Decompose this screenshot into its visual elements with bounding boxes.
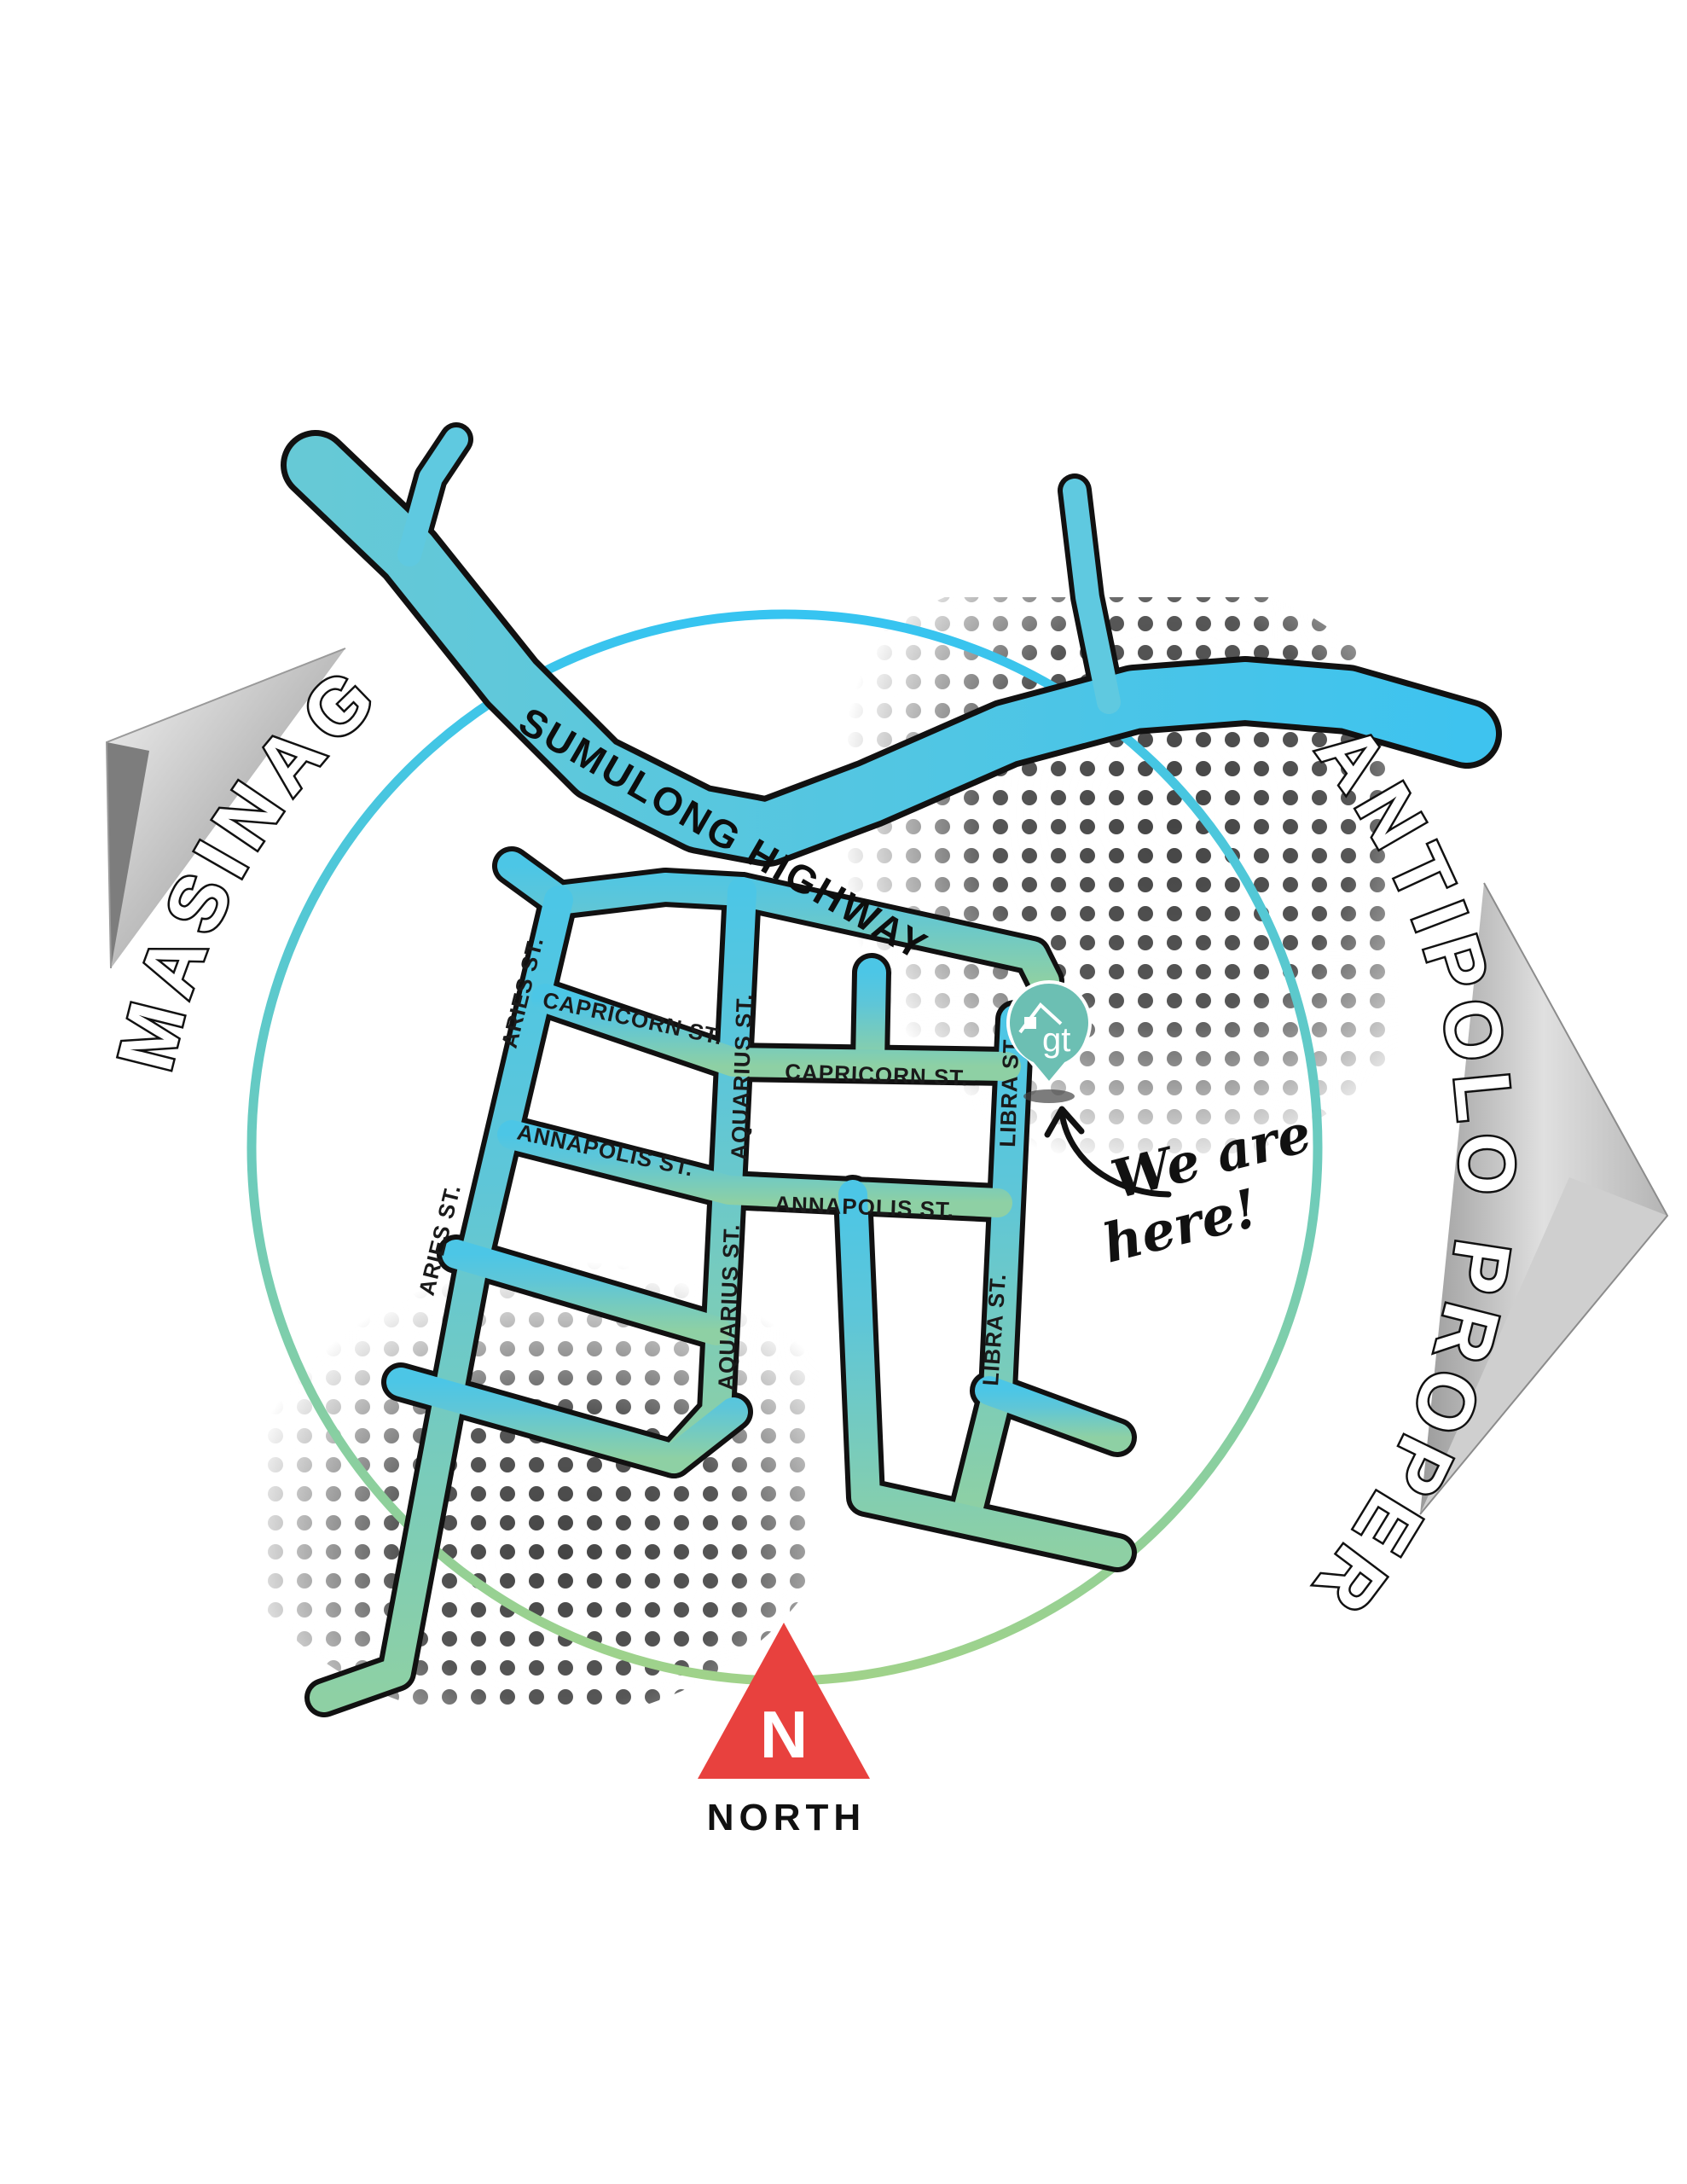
curved-arrow-icon [1058, 1110, 1172, 1198]
house-icon [1018, 1002, 1063, 1034]
east-direction-arrow [1419, 882, 1669, 1515]
arrow-head-icon [1044, 1106, 1085, 1138]
street-label-aquarius-north: AQUARIUS ST. [726, 993, 757, 1160]
west-direction-arrow [105, 648, 346, 969]
compass-label: NORTH [707, 1797, 866, 1838]
marker-logo-text: gt [1042, 1021, 1070, 1059]
local-roads [304, 846, 1137, 1717]
compass-triangle-icon [698, 1623, 870, 1779]
location-marker[interactable]: gt [1006, 937, 1092, 1103]
north-compass: N NORTH [698, 1623, 870, 1838]
compass-letter: N [760, 1697, 808, 1772]
street-label-capricorn-east: CAPRICORN ST. [785, 1059, 969, 1090]
street-label-annapolis-east: ANNAPOLIS ST. [774, 1191, 955, 1223]
street-label-aquarius-south: AQUARIUS ST. [713, 1223, 745, 1391]
sumulong-highway [281, 422, 1502, 867]
